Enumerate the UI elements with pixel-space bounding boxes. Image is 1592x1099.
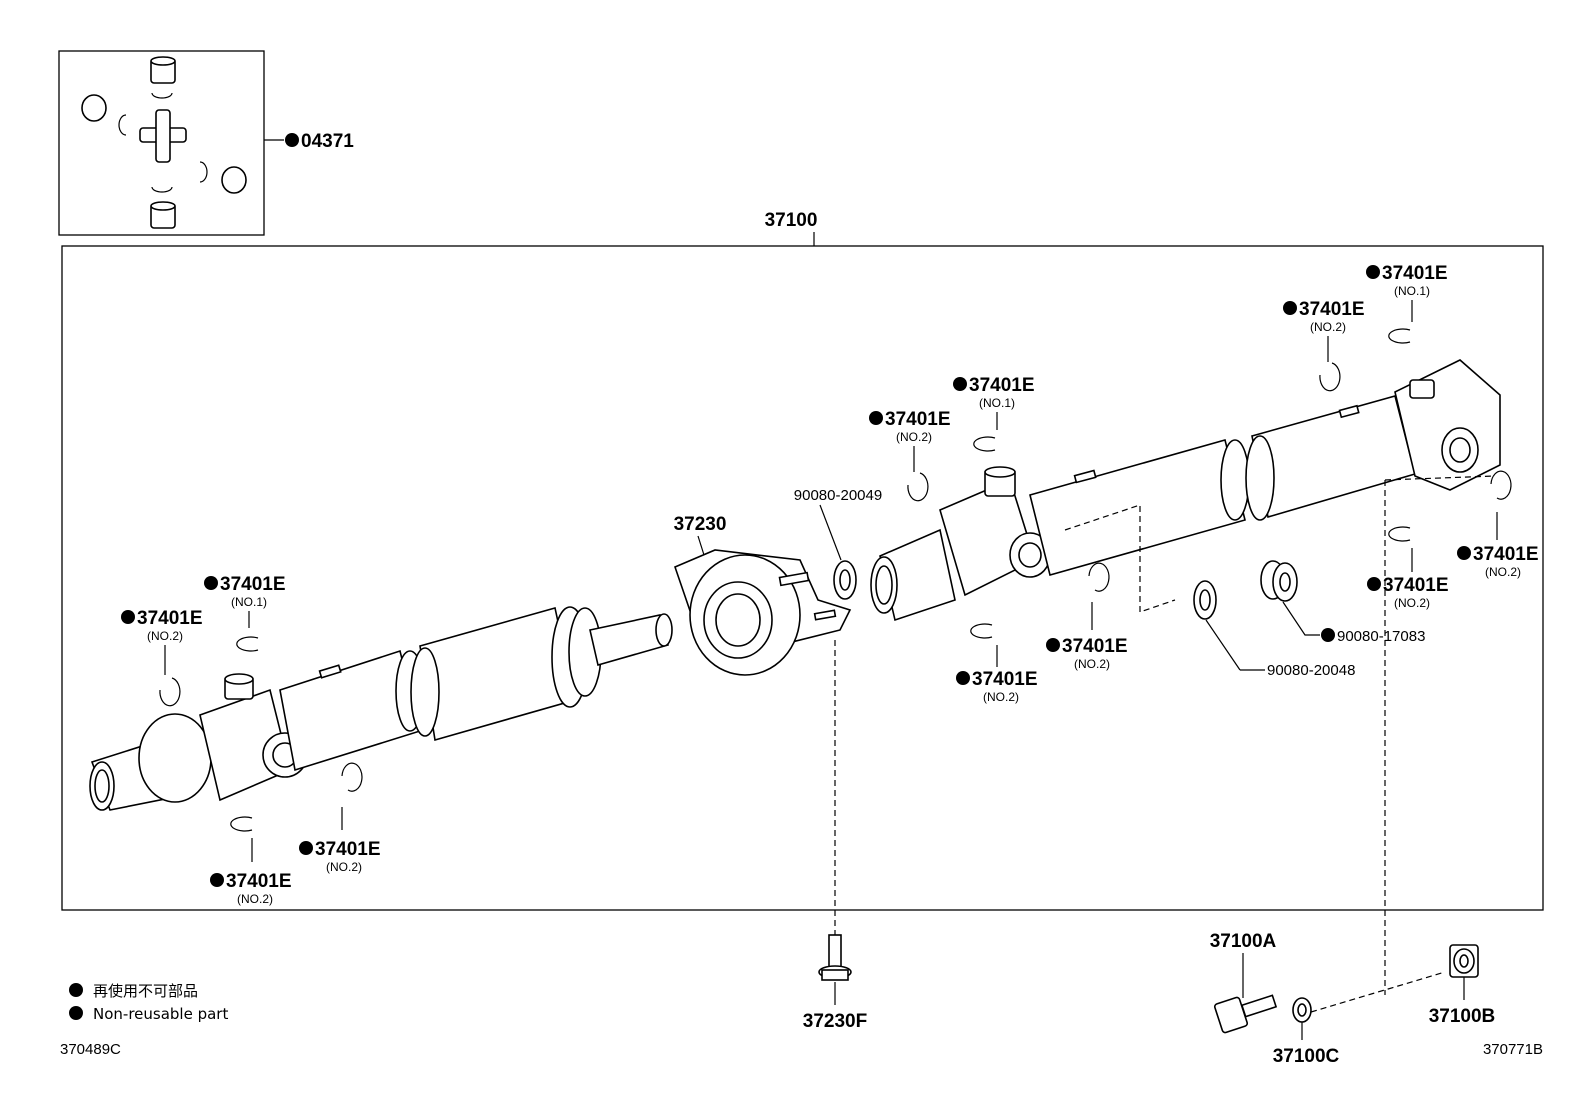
svg-text:(NO.2): (NO.2) xyxy=(237,892,273,906)
svg-text:37401E: 37401E xyxy=(220,574,286,595)
callout-37401e-right-no2: 37401E (NO.2) xyxy=(1283,299,1365,362)
callout-37401e-mid-no2: 37401E (NO.2) xyxy=(869,409,951,472)
non-reusable-dot-icon xyxy=(869,411,883,425)
svg-text:37401E: 37401E xyxy=(1473,544,1539,565)
callout-37401e-right-bottom-a: 37401E (NO.2) xyxy=(1367,548,1449,610)
label-90080-20049: 90080-20049 xyxy=(794,487,882,504)
bolt-37100a xyxy=(1213,994,1278,1034)
label-90080-20048: 90080-20048 xyxy=(1267,662,1355,679)
svg-text:(NO.2): (NO.2) xyxy=(1485,565,1521,579)
footer-right-code: 370771B xyxy=(1483,1041,1543,1058)
svg-text:(NO.1): (NO.1) xyxy=(231,595,267,609)
label-37230F: 37230F xyxy=(803,1011,867,1032)
callout-37401e-left-bottom-b: 37401E (NO.2) xyxy=(210,838,292,906)
nut-90080-17083 xyxy=(1260,560,1298,602)
non-reusable-dot-icon xyxy=(1367,577,1381,591)
label-37100B: 37100B xyxy=(1429,1006,1496,1027)
svg-text:(NO.2): (NO.2) xyxy=(1394,596,1430,610)
callout-37401e-mid-bottom-b: 37401E (NO.2) xyxy=(956,645,1038,704)
non-reusable-dot-icon xyxy=(299,841,313,855)
svg-text:37401E: 37401E xyxy=(1382,263,1448,284)
svg-text:37401E: 37401E xyxy=(137,608,203,629)
svg-text:(NO.1): (NO.1) xyxy=(979,396,1015,410)
washer-37100c xyxy=(1292,997,1312,1023)
callout-37401e-mid-bottom-a: 37401E (NO.2) xyxy=(1046,602,1128,671)
non-reusable-dot-icon xyxy=(1321,628,1335,642)
non-reusable-dot-icon xyxy=(1366,265,1380,279)
washer-90080-20049 xyxy=(833,560,857,600)
svg-text:37401E: 37401E xyxy=(1062,636,1128,657)
snap-rings xyxy=(159,328,1512,832)
callout-37401e-right-no1: 37401E (NO.1) xyxy=(1366,263,1448,322)
svg-text:37401E: 37401E xyxy=(1383,575,1449,596)
svg-text:37401E: 37401E xyxy=(226,871,292,892)
washer-90080-20048 xyxy=(1193,580,1217,620)
svg-text:37401E: 37401E xyxy=(315,839,381,860)
svg-text:(NO.2): (NO.2) xyxy=(147,629,183,643)
bolt-37230f xyxy=(818,934,852,981)
svg-text:(NO.2): (NO.2) xyxy=(983,690,1019,704)
label-90080-17083: 90080-17083 xyxy=(1337,628,1425,645)
callout-37401e-mid-no1: 37401E (NO.1) xyxy=(953,375,1035,430)
svg-text:(NO.2): (NO.2) xyxy=(326,860,362,874)
callout-37401e-left-no2: 37401E (NO.2) xyxy=(121,608,203,675)
svg-text:37401E: 37401E xyxy=(1299,299,1365,320)
callout-37401e-left-no1: 37401E (NO.1) xyxy=(204,574,286,628)
rear-shaft xyxy=(870,359,1501,622)
front-shaft xyxy=(89,606,673,811)
non-reusable-dot-icon xyxy=(69,983,83,997)
non-reusable-dot-icon xyxy=(953,377,967,391)
label-37230: 37230 xyxy=(674,514,727,535)
non-reusable-dot-icon xyxy=(285,133,299,147)
non-reusable-dot-icon xyxy=(1457,546,1471,560)
svg-text:(NO.2): (NO.2) xyxy=(1310,320,1346,334)
spider-kit-inset xyxy=(58,50,284,236)
legend: 再使用不可部品 Non-reusable part xyxy=(69,982,228,1023)
svg-text:37401E: 37401E xyxy=(969,375,1035,396)
non-reusable-dot-icon xyxy=(210,873,224,887)
svg-text:37401E: 37401E xyxy=(972,669,1038,690)
nut-37100b xyxy=(1449,944,1479,978)
center-bearing xyxy=(674,549,852,676)
non-reusable-dot-icon xyxy=(204,576,218,590)
main-assembly-frame xyxy=(61,245,1544,911)
callout-37401e-right-bottom-b: 37401E (NO.2) xyxy=(1457,512,1539,579)
non-reusable-dot-icon xyxy=(121,610,135,624)
label-37100: 37100 xyxy=(765,210,818,231)
non-reusable-dot-icon xyxy=(1046,638,1060,652)
non-reusable-dot-icon xyxy=(69,1006,83,1020)
svg-text:37401E: 37401E xyxy=(885,409,951,430)
label-37100C: 37100C xyxy=(1273,1046,1340,1067)
label-04371: 04371 xyxy=(301,131,354,152)
callout-37401e-left-bottom-a: 37401E (NO.2) xyxy=(299,807,381,874)
non-reusable-dot-icon xyxy=(1283,301,1297,315)
svg-text:(NO.2): (NO.2) xyxy=(896,430,932,444)
svg-text:(NO.1): (NO.1) xyxy=(1394,284,1430,298)
svg-text:(NO.2): (NO.2) xyxy=(1074,657,1110,671)
legend-english: Non-reusable part xyxy=(93,1005,228,1023)
footer-left-code: 370489C xyxy=(60,1041,121,1058)
label-37100A: 37100A xyxy=(1210,931,1277,952)
non-reusable-dot-icon xyxy=(956,671,970,685)
legend-japanese: 再使用不可部品 xyxy=(93,982,198,1000)
